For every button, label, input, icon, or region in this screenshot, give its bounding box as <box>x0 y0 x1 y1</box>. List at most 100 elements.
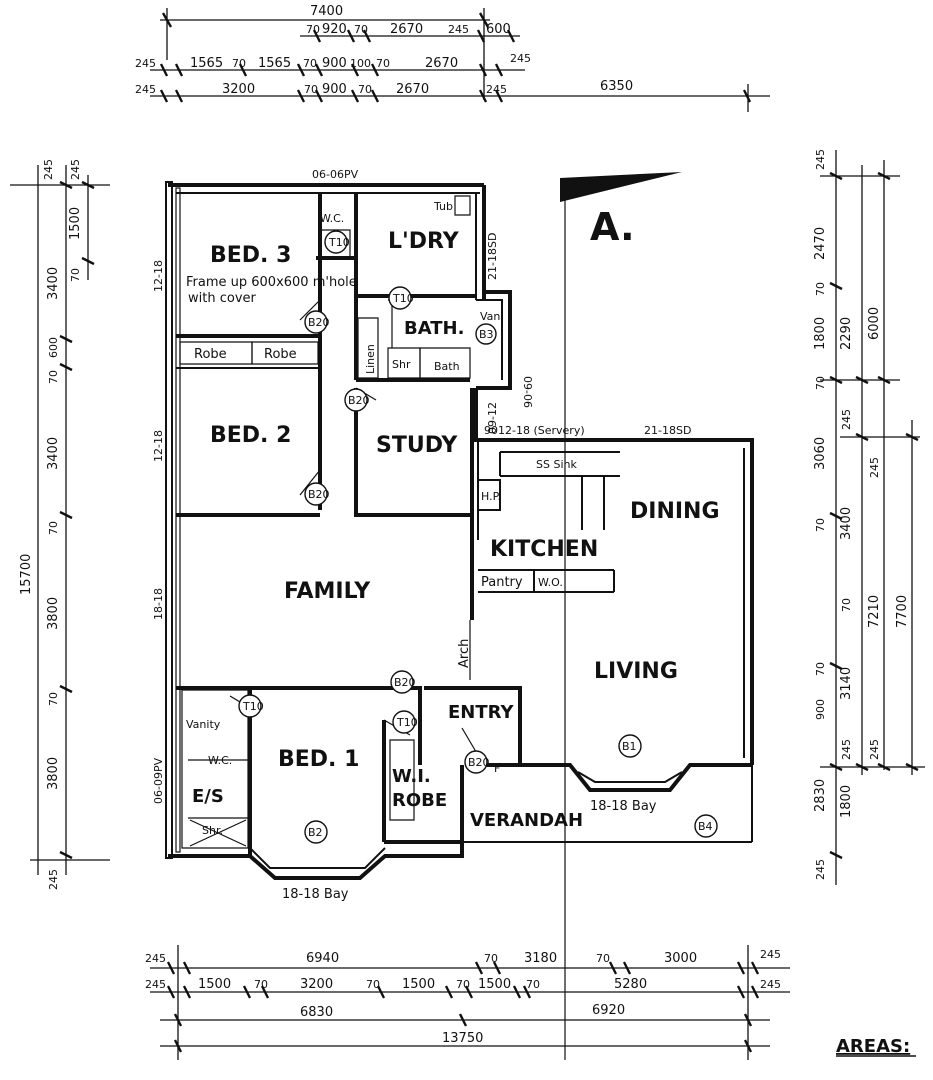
window-code: 06-06PV <box>312 168 359 181</box>
dim-text: 7400 <box>310 4 343 19</box>
dim-text: 900 <box>814 699 827 720</box>
dim-text: 70 <box>304 83 318 96</box>
section-marker: A. <box>560 172 682 1060</box>
dim-text: 3200 <box>300 977 333 992</box>
dim-text: 70 <box>47 370 60 384</box>
dim-text: 6940 <box>306 951 339 966</box>
dim-text: 245 <box>814 859 827 880</box>
label-vanity: Vanity <box>186 718 221 731</box>
dim-text: 70 <box>69 268 82 282</box>
window-code: 09-12 <box>486 402 499 434</box>
dim-text: 70 <box>814 518 827 532</box>
door-code: B20 <box>394 676 416 689</box>
dim-text: 3400 <box>46 267 61 300</box>
dim-text: 3800 <box>46 597 61 630</box>
dim-text: 70 <box>306 23 320 36</box>
top-dimensions: 7400 70 920 70 2670 245 600 245 1565 70 … <box>135 4 770 112</box>
window-code: 18-18 <box>152 588 165 620</box>
room-wc: W.C. <box>320 212 344 225</box>
dim-text: 100 <box>350 57 371 70</box>
room-ldry: L'DRY <box>388 229 460 254</box>
dim-text: 70 <box>814 376 827 390</box>
dim-text: 70 <box>47 692 60 706</box>
left-dimensions: 15700 245 245 1500 3400 70 600 70 3400 7… <box>10 159 110 890</box>
dim-text: 2290 <box>839 317 854 350</box>
dim-text: 1500 <box>68 207 83 240</box>
dim-text: 2670 <box>396 82 429 97</box>
door-code: B20 <box>308 316 330 329</box>
door-code: B20 <box>308 488 330 501</box>
dim-text: 70 <box>254 978 268 991</box>
label-bath: Bath <box>434 360 460 373</box>
label-bay-1: 18-18 Bay <box>590 799 657 814</box>
label-arch: Arch <box>457 639 472 668</box>
room-bed1: BED. 1 <box>278 747 359 772</box>
label-servery: 9012-18 (Servery) <box>484 424 585 437</box>
label-tub: Tub <box>433 200 453 213</box>
dim-text: 245 <box>814 149 827 170</box>
window-code: 12-18 <box>152 430 165 462</box>
dim-text: 2830 <box>813 779 828 812</box>
door-code: F <box>494 762 500 775</box>
dim-text: 1500 <box>478 977 511 992</box>
window-codes: 06-06PV 21-18SD 09-06 09-12 12-18 12-18 … <box>152 168 691 804</box>
dim-text: 70 <box>596 952 610 965</box>
dim-text: 2470 <box>813 227 828 260</box>
dim-text: 1565 <box>258 56 291 71</box>
door-code: T10 <box>328 236 350 249</box>
dim-text: 2670 <box>390 22 423 37</box>
label-linen: Linen <box>364 344 377 374</box>
dim-text: 3180 <box>524 951 557 966</box>
dim-text: 3140 <box>839 667 854 700</box>
dim-text: 1800 <box>813 317 828 350</box>
note-bed3-1: Frame up 600x600 m'hole <box>186 275 357 290</box>
door-code: B20 <box>468 756 490 769</box>
label-robe-2: Robe <box>264 347 297 362</box>
dim-text: 70 <box>47 521 60 535</box>
dim-text: 245 <box>145 978 166 991</box>
dim-text: 70 <box>376 57 390 70</box>
dim-text: 245 <box>760 978 781 991</box>
room-bed3: BED. 3 <box>210 243 291 268</box>
door-code: T10 <box>242 700 264 713</box>
label-shr: Shr <box>392 358 411 371</box>
dim-text: 1800 <box>839 785 854 818</box>
dim-text: 13750 <box>442 1031 483 1046</box>
room-wi-robe-1: W.I. <box>392 766 431 787</box>
window-code: 06-09PV <box>152 757 165 804</box>
door-code: B2 <box>308 826 323 839</box>
label-pantry: Pantry <box>481 575 523 590</box>
dim-text: 3200 <box>222 82 255 97</box>
dim-text: 245 <box>145 952 166 965</box>
dim-text: 70 <box>232 57 246 70</box>
dim-text: 6920 <box>592 1003 625 1018</box>
dim-text: 1500 <box>198 977 231 992</box>
door-code: T10 <box>392 292 414 305</box>
label-robe-1: Robe <box>194 347 227 362</box>
window-code: 09-06 <box>521 376 534 408</box>
room-study: STUDY <box>376 433 458 458</box>
dim-text: 245 <box>135 83 156 96</box>
room-wi-robe-2: ROBE <box>392 790 447 811</box>
note-bed3-2: with cover <box>188 291 257 306</box>
dim-text: 1565 <box>190 56 223 71</box>
dim-text: 900 <box>322 82 347 97</box>
dim-text: 3400 <box>46 437 61 470</box>
dim-text: 70 <box>358 83 372 96</box>
label-wo: W.O. <box>538 576 563 589</box>
dim-text: 245 <box>868 457 881 478</box>
dim-text: 2670 <box>425 56 458 71</box>
dim-text: 15700 <box>19 554 34 595</box>
dim-text: 245 <box>868 739 881 760</box>
dim-text: 245 <box>42 159 55 180</box>
door-code: B20 <box>348 394 370 407</box>
dim-text: 245 <box>760 948 781 961</box>
label-van: Van <box>480 310 500 323</box>
dim-text: 70 <box>526 978 540 991</box>
dim-text: 3060 <box>813 437 828 470</box>
room-verandah: VERANDAH <box>470 810 583 831</box>
dim-text: 900 <box>322 56 347 71</box>
window-code: 12-18 <box>152 260 165 292</box>
dim-text: 70 <box>840 598 853 612</box>
